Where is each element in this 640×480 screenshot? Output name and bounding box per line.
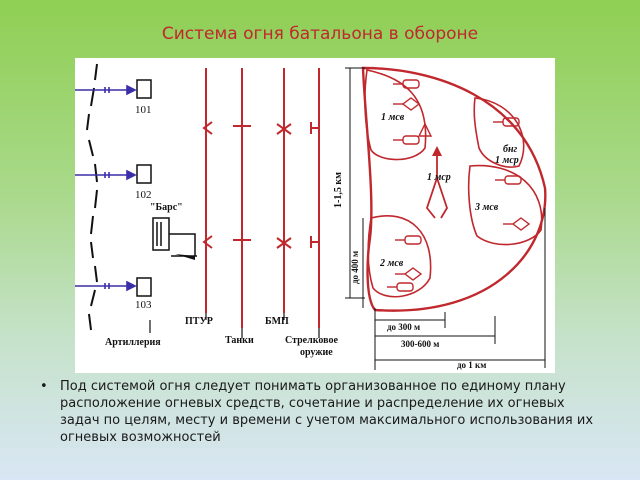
bars-unit: "Барс" (150, 202, 197, 260)
bng-label-2: 1 мср (495, 155, 519, 166)
reserve-arrows (425, 150, 448, 219)
bmp-label: БМП (265, 316, 289, 327)
company-2-label: 2 мсв (379, 258, 404, 269)
artillery-arrows (75, 84, 137, 292)
unit-label-103: 103 (135, 299, 152, 311)
diagram-canvas: 101 102 103 "Барс" (75, 63, 547, 370)
artillery-unit-103: 103 (135, 277, 152, 311)
range-1km-label: до 1 км (457, 360, 486, 370)
company-3-label: 3 мсв (474, 202, 499, 213)
definition-bullet: • Под системой огня следует понимать орг… (40, 378, 600, 446)
small-arms-label-1: Стрелковое (285, 335, 338, 346)
reserve-marker (432, 146, 442, 156)
bars-label: "Барс" (150, 202, 183, 213)
artillery-unit-102: 102 (135, 164, 152, 201)
company-weapon-symbols (387, 79, 531, 292)
range-300-600-label: 300-600 м (401, 339, 439, 349)
range-300-label: до 300 м (387, 322, 420, 332)
defense-area (361, 66, 547, 312)
reserve-label: 1 мср (427, 172, 451, 183)
artillery-unit-101: 101 (135, 79, 152, 116)
battalion-fire-system-diagram: 101 102 103 "Барс" (75, 58, 555, 373)
unit-label-102: 102 (135, 189, 152, 201)
depth-400-label: до 400 м (350, 251, 360, 284)
ptur-label: ПТУР (185, 316, 213, 327)
front-line (86, 63, 98, 331)
weapon-lines (202, 68, 320, 328)
artillery-label: Артиллерия (105, 337, 161, 348)
bullet-marker: • (40, 379, 48, 394)
bng-label-1: бнг (503, 144, 518, 155)
depth-front-label: 1-1,5 км (333, 172, 344, 208)
unit-label-101: 101 (135, 104, 152, 116)
company-1-label: 1 мсв (381, 112, 405, 123)
dimension-lines (345, 67, 546, 370)
small-arms-label-2: оружие (300, 347, 333, 358)
tanks-label: Танки (225, 335, 254, 346)
definition-text: Под системой огня следует понимать орган… (60, 379, 594, 445)
slide-title: Система огня батальона в обороне (161, 24, 479, 44)
